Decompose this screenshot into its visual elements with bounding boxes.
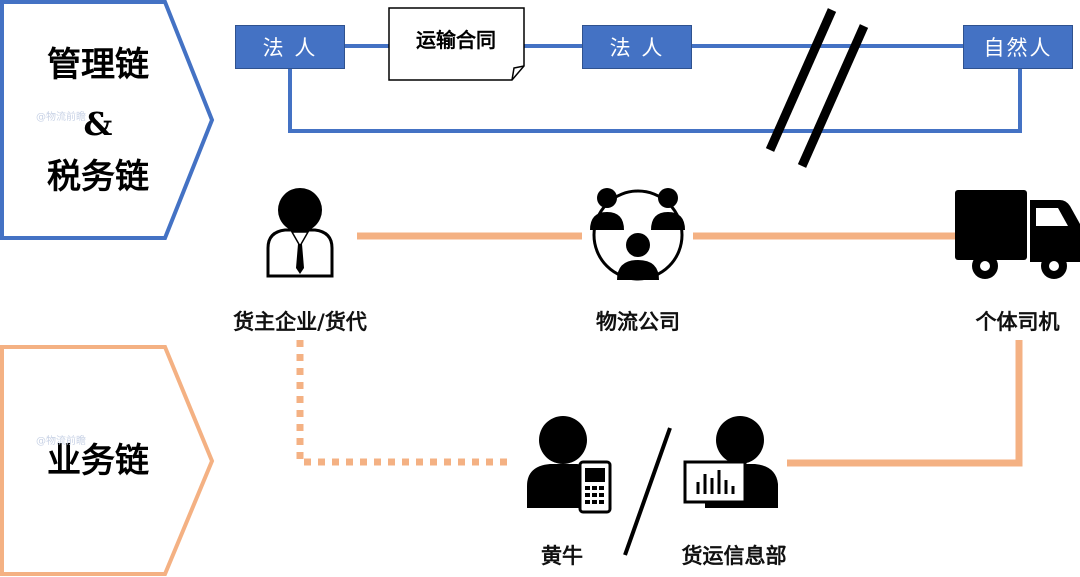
logistics-company-label: 物流公司 xyxy=(596,310,680,334)
broker-label: 黄牛 xyxy=(541,544,583,568)
legal-entity-box-middle: 法 人 xyxy=(582,25,692,69)
contract-document xyxy=(388,7,525,81)
tax-chain-title: 税务链 xyxy=(47,157,149,197)
transport-contract-label: 运输合同 xyxy=(416,27,496,52)
watermark-bottom: @物流前瞻 xyxy=(36,436,86,447)
watermark-top: @物流前瞻 xyxy=(36,112,86,123)
orange-dotted-line xyxy=(296,340,510,466)
shipper-label: 货主企业/货代 xyxy=(233,310,367,334)
truck-icon xyxy=(955,190,1080,279)
group-people-icon xyxy=(590,188,685,281)
orange-line-driver-info xyxy=(787,340,1023,467)
management-chain-frame xyxy=(0,0,215,240)
person-phone-icon xyxy=(527,416,612,514)
management-chain-title: 管理链 xyxy=(47,45,149,85)
break-mark-1 xyxy=(765,8,837,152)
person-monitor-icon xyxy=(683,416,778,508)
freight-info-dept-label: 货运信息部 xyxy=(681,544,787,568)
legal-entity-box-left: 法 人 xyxy=(235,25,345,69)
blue-return-loop xyxy=(288,68,1022,133)
individual-driver-label: 个体司机 xyxy=(975,310,1060,334)
businessman-icon xyxy=(266,188,334,278)
business-chain-frame xyxy=(0,345,215,576)
break-mark-2 xyxy=(797,24,869,168)
natural-person-box: 自然人 xyxy=(963,25,1073,69)
business-chain-title: 业务链 xyxy=(47,441,149,481)
ampersand: & xyxy=(83,105,113,143)
separator-slash xyxy=(623,427,672,556)
